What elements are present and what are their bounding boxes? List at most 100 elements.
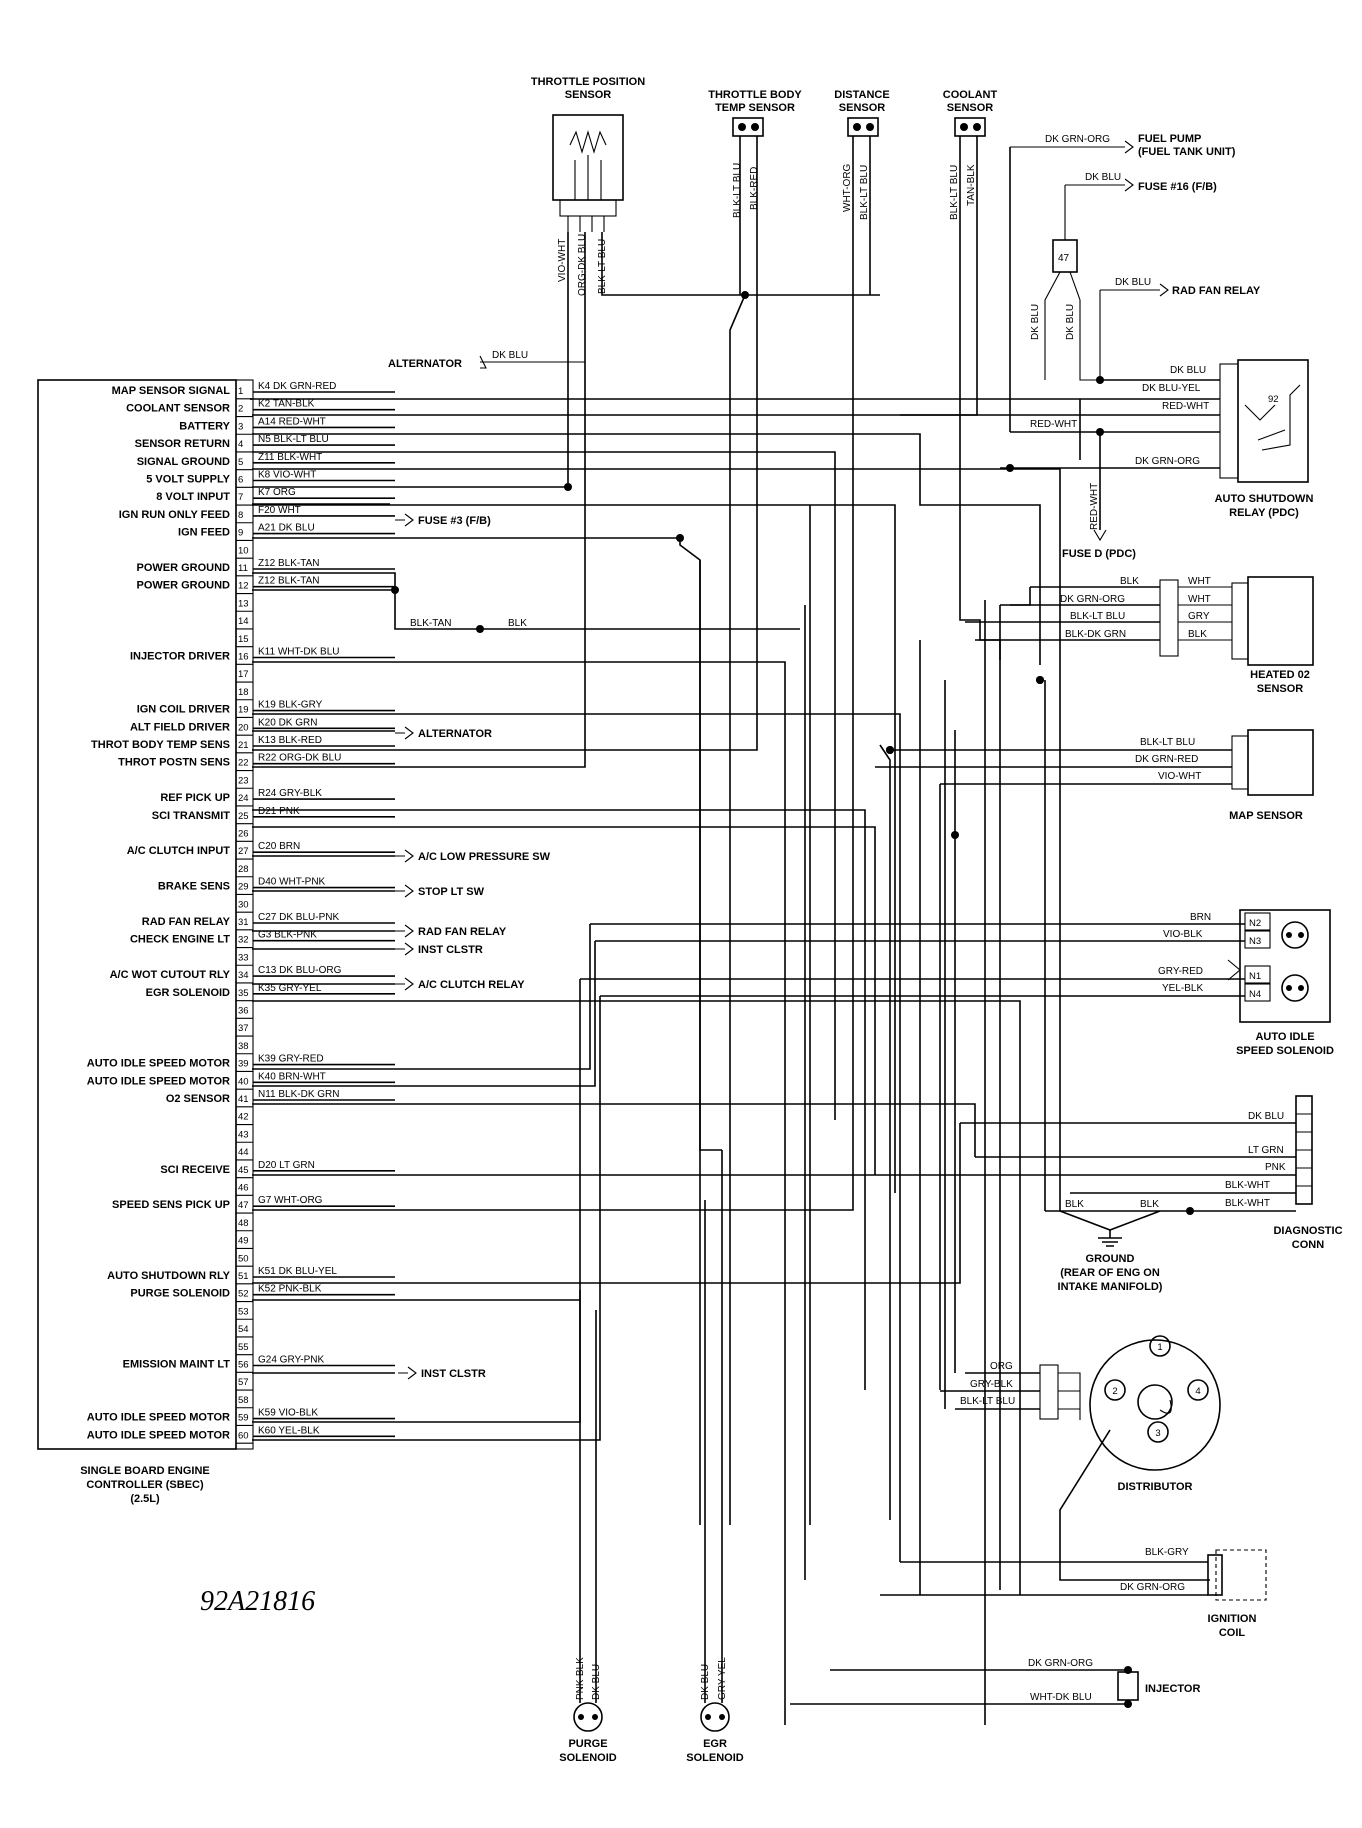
coil-wire-1: BLK-GRY [1145, 1547, 1189, 1558]
dist-wire-1: ORG [990, 1361, 1013, 1372]
pin-number: 60 [238, 1430, 249, 1441]
o2-right-wire-2: WHT [1188, 594, 1211, 605]
o2-right-wire-4: BLK [1188, 629, 1207, 640]
diag-wire-3: PNK [1265, 1162, 1286, 1173]
dist-wire-2: GRY-BLK [970, 1379, 1013, 1390]
ais-wire-3: GRY-RED [1158, 966, 1203, 977]
pin-number: 19 [238, 705, 249, 716]
pin-function-label: CHECK ENGINE LT [130, 934, 230, 946]
pin-function-label: A/C WOT CUTOUT RLY [110, 969, 231, 981]
pin-wire-label: K8 VIO-WHT [258, 470, 316, 481]
pin-function-label: AUTO IDLE SPEED MOTOR [87, 1429, 230, 1441]
pin-number: 5 [238, 457, 243, 468]
inst-clstr-label: INST CLSTR [418, 944, 483, 956]
fuse16-wire: DK BLU [1085, 172, 1121, 183]
ais-wire-1: BRN [1190, 912, 1211, 923]
tps-title-2: SENSOR [565, 89, 612, 101]
pin-number: 22 [238, 758, 249, 769]
pin-number: 9 [238, 528, 243, 539]
pin-function-label: SPEED SENS PICK UP [112, 1199, 230, 1211]
pin-number: 54 [238, 1324, 249, 1335]
controller-pin-55: 55 [236, 1342, 253, 1356]
pin-number: 49 [238, 1236, 249, 1247]
coil-title-2: COIL [1219, 1627, 1246, 1639]
pin-function-label: A/C CLUTCH INPUT [127, 845, 231, 857]
purge-title-1: PURGE [568, 1738, 607, 1750]
fuse-d-wire: RED-WHT [1089, 483, 1100, 530]
pin-number: 50 [238, 1253, 249, 1264]
pin-wire-label: K20 DK GRN [258, 717, 317, 728]
ground-wire-1: BLK [1065, 1199, 1084, 1210]
pin-wire-label: K39 GRY-RED [258, 1054, 324, 1065]
o2-left-wire-4: BLK-DK GRN [1065, 629, 1126, 640]
ground-wire-2: BLK [1140, 1199, 1159, 1210]
pin-wire-label: K40 BRN-WHT [258, 1071, 326, 1082]
pin-number: 20 [238, 722, 249, 733]
pin-number: 45 [238, 1165, 249, 1176]
dist-terminal-1: 1 [1157, 1342, 1162, 1353]
ground-splice-right: BLK [508, 618, 527, 629]
pin-wire-label: K51 DK BLU-YEL [258, 1266, 337, 1277]
pin-function-label: EMISSION MAINT LT [123, 1359, 231, 1371]
injector-wire-2: WHT-DK BLU [1030, 1692, 1092, 1703]
alternator-top-label: ALTERNATOR [388, 358, 462, 370]
controller-pin-54: 54 [236, 1324, 253, 1338]
ac-clutch-relay-label: A/C CLUTCH RELAY [418, 979, 525, 991]
pin-wire-label: K59 VIO-BLK [258, 1408, 318, 1419]
coil-title-1: IGNITION [1208, 1613, 1257, 1625]
heated-o2-sensor: WHT WHT GRY BLK BLK DK GRN-ORG BLK-LT BL… [965, 576, 1314, 695]
ais-title-2: SPEED SOLENOID [1236, 1045, 1334, 1057]
dist-wire-3: BLK-LT BLU [960, 1396, 1015, 1407]
dist-wire-1: WHT-ORG [842, 163, 853, 212]
pin-wire-label: K4 DK GRN-RED [258, 381, 336, 392]
o2-left-wire-2: DK GRN-ORG [1060, 594, 1125, 605]
distance-sensor: DISTANCE SENSOR WHT-ORG BLK-LT BLU [834, 89, 889, 220]
throttle-body-temp-sensor: THROTTLE BODY TEMP SENSOR BLK-LT BLU BLK… [708, 89, 802, 218]
pin-function-label: SENSOR RETURN [135, 438, 230, 450]
pin-number: 14 [238, 616, 249, 627]
pin-number: 28 [238, 864, 249, 875]
diag-title-2: CONN [1292, 1239, 1324, 1251]
pin-number: 32 [238, 935, 249, 946]
ground-title-3: INTAKE MANIFOLD) [1058, 1281, 1163, 1293]
tps-title-1: THROTTLE POSITION [531, 76, 645, 88]
tbt-title-2: TEMP SENSOR [715, 102, 795, 114]
controller-pin-28: 28 [236, 864, 253, 878]
pin-wire-label: N5 BLK-LT BLU [258, 434, 329, 445]
cool-wire-2: TAN-BLK [966, 164, 977, 206]
pin-number: 16 [238, 652, 249, 663]
dist-title-1: DISTANCE [834, 89, 889, 101]
controller-pin-15: 15 [236, 634, 253, 648]
pin-wire-label: K2 TAN-BLK [258, 399, 315, 410]
dist-terminal-2: 2 [1112, 1386, 1117, 1397]
pin-function-label: AUTO IDLE SPEED MOTOR [87, 1075, 230, 1087]
pin-function-label: POWER GROUND [137, 580, 231, 592]
controller-pin-17: 17 [236, 669, 253, 683]
pin-wire-label: D20 LT GRN [258, 1160, 315, 1171]
pin-number: 56 [238, 1360, 249, 1371]
pin-wire-label: K60 YEL-BLK [258, 1425, 320, 1436]
throttle-position-sensor: THROTTLE POSITION SENSOR VIO-WHT ORG-DK … [531, 76, 645, 296]
top-sensor-wiring [252, 136, 1001, 1525]
rad-fan-wire: DK BLU [1115, 277, 1151, 288]
pin-function-label: SCI TRANSMIT [152, 810, 231, 822]
pin-number: 4 [238, 439, 243, 450]
pin-wire-label: K11 WHT-DK BLU [258, 647, 340, 658]
distributor: 1 2 3 4 ORG GRY-BLK BLK-LT BLU DISTRIBUT… [940, 1335, 1221, 1581]
pin-number: 1 [238, 386, 243, 397]
pin-number: 37 [238, 1023, 249, 1034]
pin-number: 38 [238, 1041, 249, 1052]
pin-number: 55 [238, 1342, 249, 1353]
cool-wire-1: BLK-LT BLU [949, 165, 960, 220]
ais-wire-4: YEL-BLK [1162, 983, 1203, 994]
asd-wire-4: RED-WHT [1030, 419, 1077, 430]
controller-pin-33: 33 [236, 952, 253, 966]
